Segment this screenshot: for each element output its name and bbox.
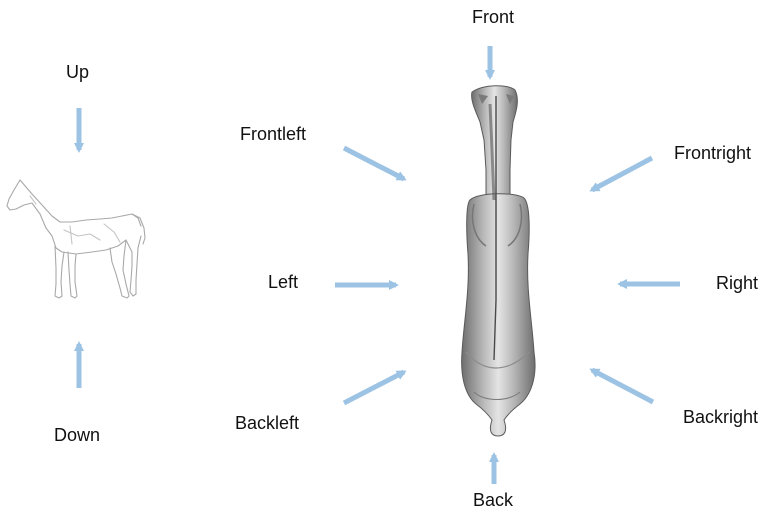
label-backleft: Backleft (235, 413, 299, 434)
arrow-frontleft (344, 148, 404, 179)
label-up: Up (66, 62, 89, 83)
label-right: Right (716, 273, 758, 294)
arrow-backleft (344, 372, 404, 403)
label-left: Left (268, 272, 298, 293)
arrow-backright (592, 370, 653, 402)
horse-top-view-icon (462, 86, 535, 436)
label-down: Down (54, 425, 100, 446)
label-back: Back (473, 490, 513, 511)
label-backright: Backright (683, 407, 758, 428)
label-frontright: Frontright (674, 143, 751, 164)
horse-side-sketch-icon (7, 180, 145, 298)
label-front: Front (472, 7, 514, 28)
label-frontleft: Frontleft (240, 124, 306, 145)
arrow-frontright (592, 158, 652, 190)
